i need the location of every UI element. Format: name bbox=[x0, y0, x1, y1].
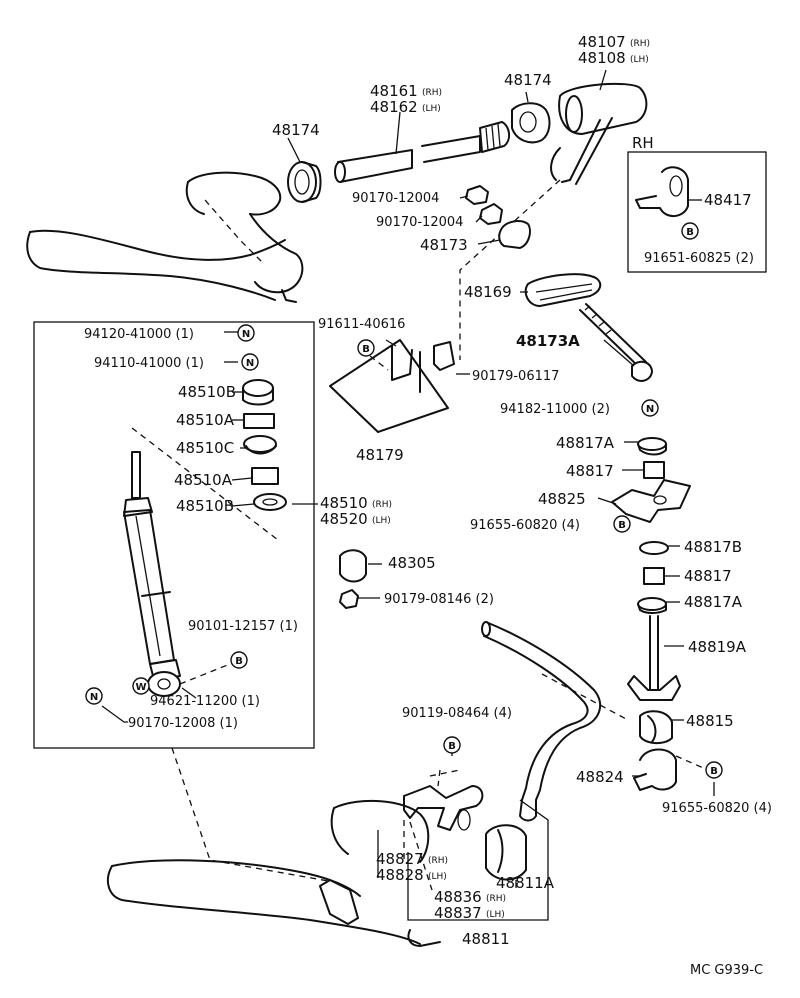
upper-control-arm-drawing bbox=[26, 171, 304, 303]
label-48179: 48179 bbox=[356, 446, 404, 464]
label-48817-a: 48817 bbox=[566, 462, 614, 480]
label-48510B-b: 48510B bbox=[176, 497, 234, 515]
svg-text:B: B bbox=[235, 656, 243, 667]
circled-b-icon: B bbox=[681, 222, 699, 240]
label-48836: 48836 bbox=[434, 888, 482, 906]
svg-text:B: B bbox=[686, 227, 694, 238]
bracket-48179-drawing bbox=[329, 339, 455, 433]
svg-text:N: N bbox=[90, 692, 98, 703]
label-48828: 48828 bbox=[376, 866, 424, 884]
label-48510A-b: 48510A bbox=[174, 471, 233, 489]
circled-b-icon: B bbox=[705, 761, 723, 779]
label-48836-suffix: (RH) bbox=[486, 894, 506, 904]
circled-n-icon: N bbox=[241, 353, 259, 371]
label-91651-60825: 91651-60825 (2) bbox=[644, 251, 754, 266]
label-94182-11000: 94182-11000 (2) bbox=[500, 402, 610, 417]
svg-text:N: N bbox=[242, 329, 250, 340]
label-48827-suffix: (RH) bbox=[428, 856, 448, 866]
label-94110-41000: 94110-41000 (1) bbox=[94, 356, 204, 371]
shock-box bbox=[33, 321, 335, 883]
label-91655-60820-a: 91655-60820 (4) bbox=[470, 518, 580, 533]
svg-text:B: B bbox=[710, 766, 718, 777]
circled-b-icon: B bbox=[357, 339, 375, 357]
label-48161: 48161 bbox=[370, 82, 418, 100]
circled-w-icon: W bbox=[132, 677, 150, 695]
circled-n-icon: N bbox=[85, 687, 103, 705]
svg-text:W: W bbox=[135, 682, 146, 693]
svg-text:B: B bbox=[618, 520, 626, 531]
label-48815: 48815 bbox=[686, 712, 734, 730]
label-48510A-a: 48510A bbox=[176, 411, 235, 429]
label-90101-12157: 90101-12157 (1) bbox=[188, 619, 298, 634]
label-48169: 48169 bbox=[464, 283, 512, 301]
svg-text:B: B bbox=[362, 344, 370, 355]
label-48108: 48108 bbox=[578, 49, 626, 67]
label-48107-suffix: (RH) bbox=[630, 39, 650, 49]
label-48828-suffix: (LH) bbox=[428, 872, 447, 882]
label-48173: 48173 bbox=[420, 236, 468, 254]
label-90170-12004-b: 90170-12004 bbox=[376, 215, 463, 230]
torsion-bar-drawing bbox=[287, 82, 648, 360]
label-48520: 48520 bbox=[320, 510, 368, 528]
label-91611-40616: 91611-40616 bbox=[318, 317, 405, 332]
label-48174-top: 48174 bbox=[504, 71, 552, 89]
label-94621-11200: 94621-11200 (1) bbox=[150, 694, 260, 709]
svg-text:B: B bbox=[448, 741, 456, 752]
label-90170-12008: 90170-12008 (1) bbox=[128, 716, 238, 731]
svg-text:N: N bbox=[246, 358, 254, 369]
rh-box bbox=[627, 151, 767, 273]
label-90179-08146: 90179-08146 (2) bbox=[384, 592, 494, 607]
label-91655-60820-b: 91655-60820 (4) bbox=[662, 801, 772, 816]
svg-text:N: N bbox=[646, 404, 654, 415]
label-48173A: 48173A bbox=[516, 332, 580, 350]
label-90170-12004-a: 90170-12004 bbox=[352, 191, 439, 206]
label-48811: 48811 bbox=[462, 930, 510, 948]
label-48837: 48837 bbox=[434, 904, 482, 922]
label-48510: 48510 bbox=[320, 494, 368, 512]
part-labels: 48107 (RH) 48108 (LH) 48174 48161 (RH) 4… bbox=[84, 33, 772, 978]
circled-b-icon: B bbox=[443, 736, 461, 754]
label-90179-06117: 90179-06117 bbox=[472, 369, 559, 384]
label-48162: 48162 bbox=[370, 98, 418, 116]
label-48510-suffix: (RH) bbox=[372, 500, 392, 510]
label-48811A: 48811A bbox=[496, 874, 555, 892]
label-48162-suffix: (LH) bbox=[422, 104, 441, 114]
label-48817A-a: 48817A bbox=[556, 434, 615, 452]
label-48107: 48107 bbox=[578, 33, 626, 51]
lower-control-arm-drawing bbox=[106, 799, 441, 947]
label-48817-b: 48817 bbox=[684, 567, 732, 585]
circled-n-icon: N bbox=[237, 324, 255, 342]
stabilizer-link-drawing bbox=[541, 437, 709, 791]
label-48824: 48824 bbox=[576, 768, 624, 786]
lower-bracket-drawing bbox=[403, 769, 527, 891]
circled-n-icon: N bbox=[641, 399, 659, 417]
stabilizer-bar-drawing bbox=[481, 621, 602, 822]
label-90119-08464: 90119-08464 (4) bbox=[402, 706, 512, 721]
rh-box-title: RH bbox=[632, 134, 654, 152]
label-48827: 48827 bbox=[376, 850, 424, 868]
label-48510B-a: 48510B bbox=[178, 383, 236, 401]
label-48520-suffix: (LH) bbox=[372, 516, 391, 526]
circled-b-icon: B bbox=[230, 651, 248, 669]
nuts-drawing bbox=[465, 185, 531, 249]
label-48819A: 48819A bbox=[688, 638, 747, 656]
label-94120-41000: 94120-41000 (1) bbox=[84, 327, 194, 342]
circled-b-icon: B bbox=[613, 515, 631, 533]
diagram-code: MC G939-C bbox=[690, 963, 763, 978]
label-48108-suffix: (LH) bbox=[630, 55, 649, 65]
label-48174-left: 48174 bbox=[272, 121, 320, 139]
label-48510C: 48510C bbox=[176, 439, 234, 457]
stopper-48305-drawing bbox=[339, 549, 367, 609]
label-48837-suffix: (LH) bbox=[486, 910, 505, 920]
label-48417: 48417 bbox=[704, 191, 752, 209]
label-48817B: 48817B bbox=[684, 538, 742, 556]
bracket-48169-drawing bbox=[524, 273, 653, 382]
label-48825: 48825 bbox=[538, 490, 586, 508]
label-48817A-b: 48817A bbox=[684, 593, 743, 611]
label-48305: 48305 bbox=[388, 554, 436, 572]
label-48161-suffix: (RH) bbox=[422, 88, 442, 98]
